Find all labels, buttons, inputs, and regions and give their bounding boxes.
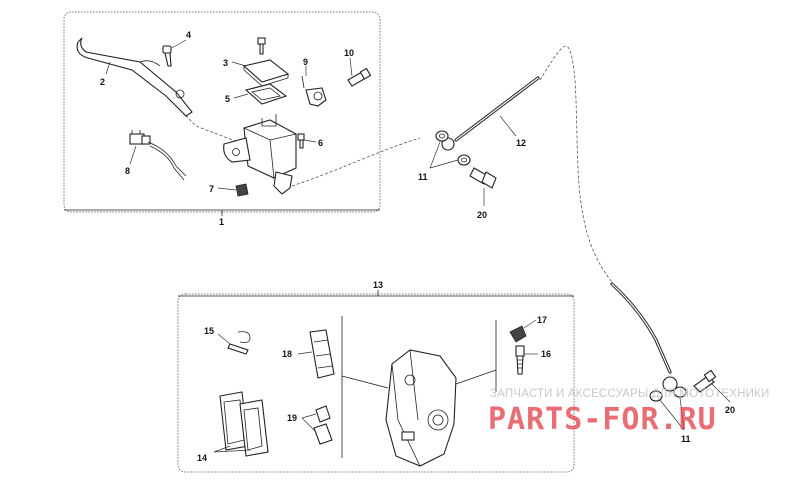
part-label-3: 3 (223, 58, 228, 68)
part-label-10: 10 (344, 48, 354, 58)
banjo-bolt-lower (693, 369, 717, 393)
leader-11-upper (429, 141, 459, 169)
brake-light-switch (129, 130, 187, 181)
part-label-11-upper: 11 (418, 172, 428, 182)
reservoir-cap (242, 59, 290, 87)
leader-3 (231, 61, 247, 67)
leader-8 (129, 145, 137, 165)
leader-5 (233, 93, 249, 99)
part-label-20-upper: 20 (477, 210, 487, 220)
washers-lower (649, 386, 687, 402)
leader-15 (217, 333, 231, 345)
banjo-bolt (347, 67, 372, 87)
brake-caliper (385, 349, 457, 467)
part-label-12: 12 (516, 138, 526, 148)
part-label-5: 5 (225, 94, 230, 104)
pivot-screw (162, 45, 172, 67)
leader-7 (217, 187, 237, 191)
part-label-19: 19 (287, 413, 297, 423)
hose-routing-line (291, 137, 421, 187)
leader-12 (499, 115, 517, 137)
part-label-11-lower: 11 (681, 434, 691, 444)
part-label-8: 8 (125, 166, 130, 176)
banjo-fitting (301, 75, 327, 107)
piston-caps (313, 405, 333, 445)
pad-retaining-pin (227, 331, 251, 355)
caliper-group-box (177, 293, 575, 473)
part-label-2: 2 (100, 77, 105, 87)
banjo-bolt-upper (469, 167, 497, 189)
part-label-16: 16 (541, 349, 551, 359)
brake-hose-lower (610, 282, 678, 392)
group-1-bracket (64, 209, 380, 216)
part-label-4: 4 (186, 30, 191, 40)
master-cylinder-group-box (63, 11, 381, 213)
brake-hose-upper (441, 76, 540, 151)
part-label-15: 15 (204, 326, 214, 336)
caliper-right-bracket (455, 320, 497, 392)
brake-pads (219, 391, 269, 457)
master-cylinder-body (223, 114, 297, 195)
bleed-valve (515, 345, 525, 375)
group-13-bracket (178, 290, 574, 297)
leader-10 (349, 57, 353, 77)
leader-14 (213, 445, 251, 453)
leader-6 (303, 139, 317, 143)
part-label-7: 7 (209, 184, 214, 194)
part-label-6: 6 (318, 138, 323, 148)
watermark-tagline: ЗАПЧАСТИ И АКСЕССУАРЫ ДЛЯ МОТОТЕХНИКИ (490, 388, 770, 400)
part-label-14: 14 (197, 453, 207, 463)
watermark-brand: PARTS-FOR.RU (488, 402, 717, 437)
bleed-screw (297, 133, 305, 149)
bleed-valve-cap (509, 325, 527, 343)
leader-18 (297, 351, 313, 355)
caliper-left-bracket (341, 316, 389, 458)
hose-routing-curve (539, 45, 613, 283)
washers-upper (435, 130, 471, 166)
part-label-1: 1 (219, 217, 224, 227)
part-label-20-lower: 20 (725, 405, 735, 415)
part-label-18: 18 (282, 349, 292, 359)
anti-rattle-spring (309, 329, 335, 379)
leader-4 (171, 39, 187, 49)
leader-19 (301, 413, 317, 433)
cap-screw (257, 37, 266, 55)
push-rod-boot (235, 183, 249, 197)
brake-lever (76, 37, 193, 117)
leader-17 (523, 319, 537, 329)
lever-routing-line (181, 111, 239, 143)
part-label-9: 9 (303, 57, 308, 67)
leader-20-lower (711, 383, 731, 403)
leader-2 (105, 61, 111, 75)
leader-11-lower (659, 397, 685, 431)
part-label-17: 17 (537, 315, 547, 325)
reservoir-diaphragm (244, 83, 288, 105)
part-label-13: 13 (373, 280, 383, 290)
